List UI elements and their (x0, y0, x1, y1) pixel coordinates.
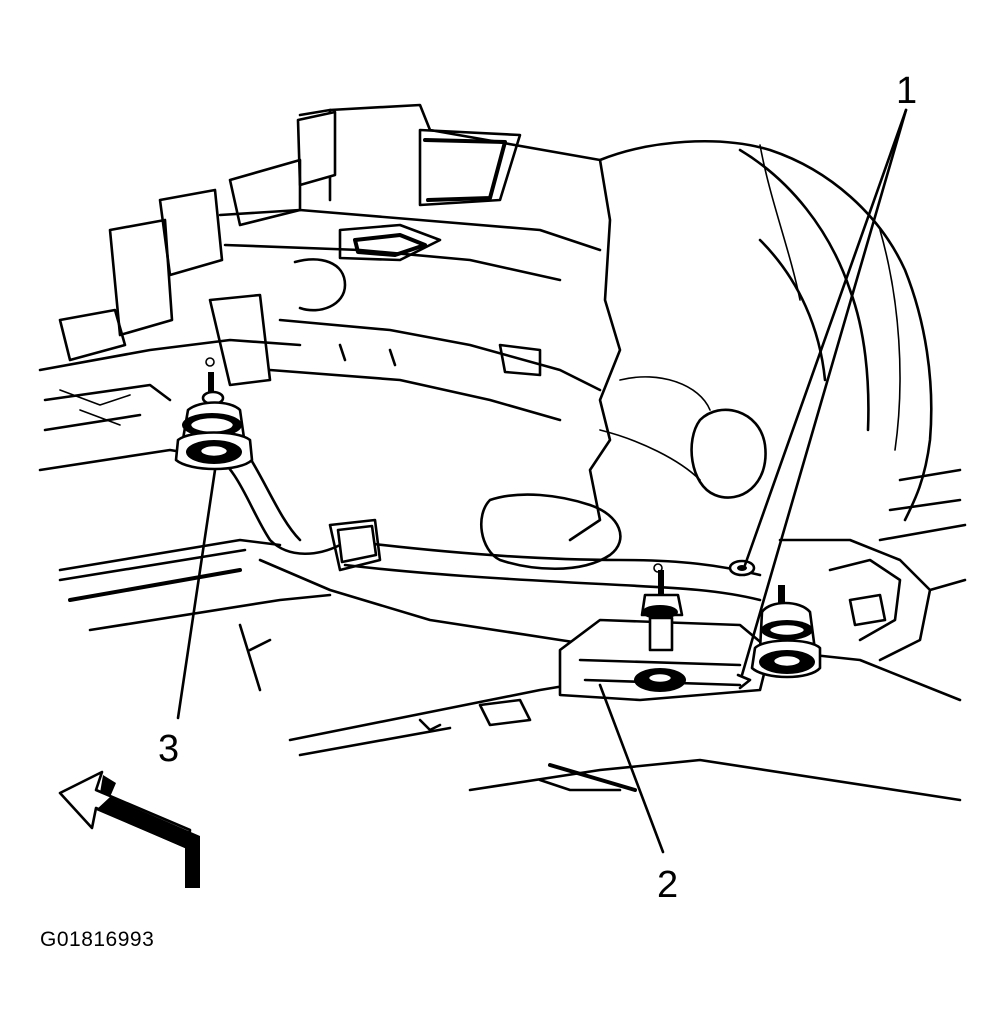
leader-lines (176, 108, 908, 854)
callout-1: 1 (896, 70, 918, 112)
callout-2: 2 (657, 864, 679, 906)
left-mount-insulator (174, 357, 254, 471)
direction-arrow-icon (58, 770, 200, 888)
figure-code: G01816993 (40, 928, 155, 951)
right-mount-insulator (750, 585, 822, 679)
callout-3: 3 (158, 728, 180, 770)
rear-mount-bracket (558, 559, 772, 702)
